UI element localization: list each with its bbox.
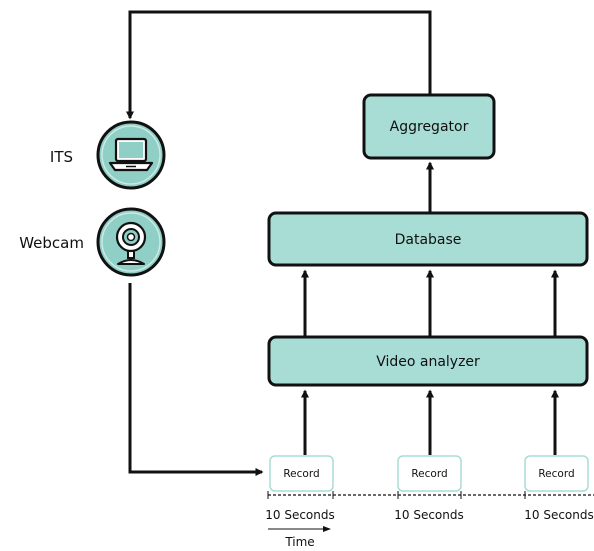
timeline: 10 Seconds 10 Seconds 10 Seconds Time <box>265 491 594 549</box>
record-box-2: Record <box>397 455 462 492</box>
segment-duration-label: 10 Seconds <box>524 508 594 522</box>
record-label: Record <box>411 468 447 480</box>
database-label: Database <box>395 232 462 248</box>
record-box-3: Record <box>524 455 589 492</box>
aggregator-node: Aggregator <box>362 93 496 160</box>
record-box-1: Record <box>269 455 334 492</box>
aggregator-label: Aggregator <box>390 119 469 135</box>
laptop-icon <box>96 120 166 190</box>
webcam-icon <box>96 207 166 277</box>
segment-duration-label: 10 Seconds <box>394 508 464 522</box>
video-analyzer-label: Video analyzer <box>376 354 480 370</box>
video-analyzer-node: Video analyzer <box>267 335 589 387</box>
time-axis-label: Time <box>284 535 314 547</box>
database-node: Database <box>267 211 589 267</box>
feedback-arrow <box>126 10 432 120</box>
webcam-to-record-arrow <box>128 283 264 476</box>
segment-duration-label: 10 Seconds <box>265 508 335 522</box>
webcam-label: Webcam <box>19 234 84 252</box>
record-label: Record <box>538 468 574 480</box>
record-label: Record <box>283 468 319 480</box>
its-label: ITS <box>50 148 73 166</box>
